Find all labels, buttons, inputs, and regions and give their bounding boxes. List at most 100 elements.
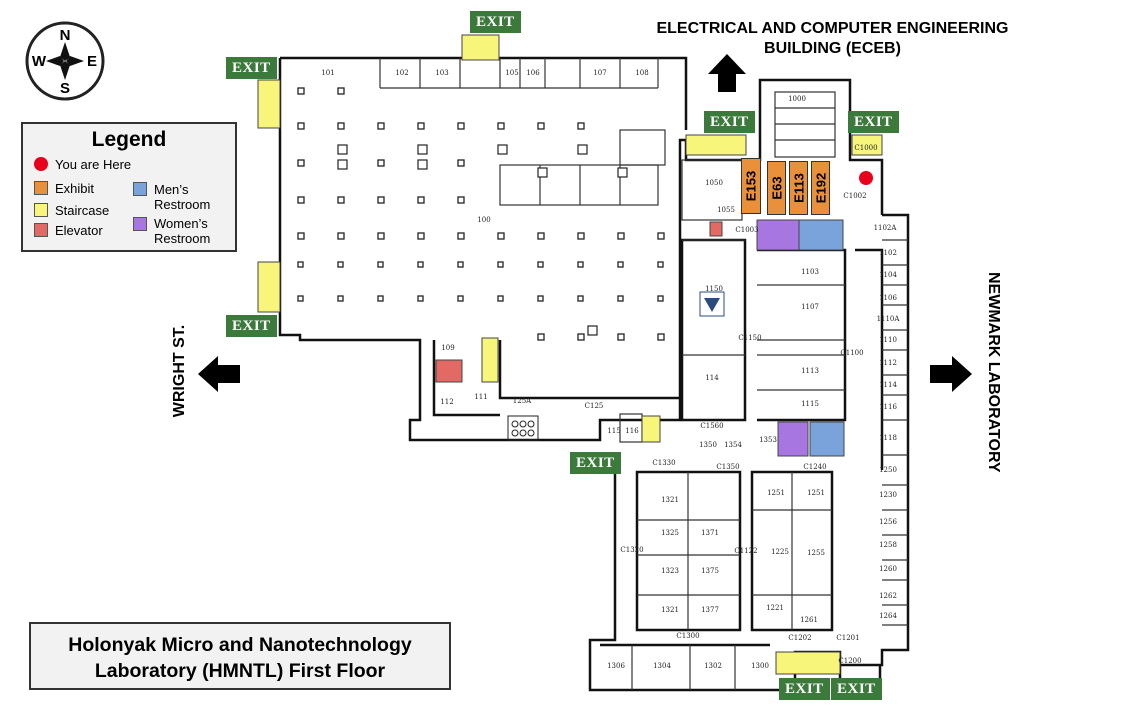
room-label: 1325 — [661, 529, 679, 537]
room-label: 106 — [526, 69, 540, 77]
room-label: 1103 — [801, 268, 819, 276]
room-label: 1114 — [879, 381, 897, 389]
staircase — [685, 134, 747, 156]
exit-sign: EXIT — [226, 315, 277, 337]
room-label: 1107 — [801, 303, 819, 311]
corridor-label: C1320 — [620, 546, 643, 554]
corridor-label: C1200 — [838, 657, 861, 665]
room-label: 100 — [477, 216, 490, 224]
staircase — [257, 261, 281, 313]
compass-n: N — [60, 27, 71, 44]
staircase — [641, 415, 661, 443]
exit-sign: EXIT — [779, 678, 830, 700]
room-label: 1321 — [661, 606, 679, 614]
womens-swatch — [133, 217, 147, 231]
compass-e: E — [87, 53, 97, 70]
arrow-right-icon — [930, 356, 972, 392]
mens-restroom — [798, 219, 844, 251]
exit-sign: EXIT — [831, 678, 882, 700]
room-label: 1256 — [879, 518, 897, 526]
staircase — [775, 651, 841, 675]
corridor-label: C1202 — [788, 634, 811, 642]
corridor-label: C1122 — [734, 547, 757, 555]
corridor-label: C1560 — [700, 422, 723, 430]
map-title-line1: Holonyak Micro and Nanotechnology — [68, 634, 412, 656]
room-label: 1113 — [801, 367, 819, 375]
elevator — [709, 221, 723, 237]
legend-staircase: Staircase — [55, 203, 110, 218]
exit-sign: EXIT — [470, 11, 521, 33]
exit-sign: EXIT — [848, 111, 899, 133]
eceb-label-line2: BUILDING (ECEB) — [764, 40, 901, 57]
room-label: 1112 — [879, 359, 897, 367]
room-label: 1102A — [874, 224, 898, 232]
womens-restroom — [756, 219, 800, 251]
staircase — [481, 337, 499, 383]
room-label: 1262 — [879, 592, 897, 600]
corridor-label: C1003 — [735, 226, 758, 234]
room-label: 1118 — [879, 434, 897, 442]
corridor-label: 125A — [513, 397, 532, 405]
exhibit-swatch — [34, 181, 48, 195]
exit-sign: EXIT — [704, 111, 755, 133]
table-icon — [507, 415, 539, 441]
map-title-line2: Laboratory (HMNTL) First Floor — [94, 660, 386, 682]
elevator-swatch — [34, 223, 48, 237]
legend-womens: Women’s Restroom — [154, 216, 210, 246]
room-label: 1116 — [879, 403, 897, 411]
room-label: 1353 — [759, 436, 777, 444]
corridor-label: C1350 — [716, 463, 739, 471]
legend-womens-line2: Restroom — [154, 231, 211, 246]
room-label: 1354 — [724, 441, 742, 449]
room-label: 1150 — [705, 285, 723, 293]
staircase — [461, 34, 500, 61]
eceb-label-line1: ELECTRICAL AND COMPUTER ENGINEERING — [656, 20, 1009, 37]
room-label: 1304 — [653, 662, 671, 670]
room-label: 102 — [395, 69, 408, 77]
room-label: 1377 — [701, 606, 719, 614]
room-label: 1230 — [879, 491, 897, 499]
room-label: 115 — [607, 427, 620, 435]
room-label: 1321 — [661, 496, 679, 504]
arrow-left-icon — [198, 356, 240, 392]
room-label: 1375 — [701, 567, 719, 575]
room-label: 1000 — [788, 95, 806, 103]
corridor-label: C1002 — [843, 192, 866, 200]
room-label: 103 — [435, 69, 448, 77]
legend-womens-line1: Women’s — [154, 216, 208, 231]
elevator — [435, 359, 463, 383]
exhibit-e113: E113 — [789, 161, 808, 215]
corridor-label: C1150 — [738, 334, 761, 342]
room-label: 1102 — [879, 249, 897, 257]
exhibit-e153: E153 — [741, 158, 761, 214]
you-are-here-marker — [859, 171, 873, 185]
staircase-swatch — [34, 203, 48, 217]
corridor-label: C1201 — [836, 634, 859, 642]
room-label: 1350 — [699, 441, 717, 449]
room-label: 109 — [441, 344, 454, 352]
room-label: 1110 — [879, 336, 897, 344]
room-label: 108 — [635, 69, 648, 77]
room-label: 1055 — [717, 206, 735, 214]
room-label: 114 — [705, 374, 719, 382]
corridor-label: C1240 — [803, 463, 826, 471]
corridor-label: C1330 — [652, 459, 675, 467]
wright-st-label: WRIGHT ST. — [171, 324, 188, 418]
staircase — [257, 79, 281, 129]
compass-s: S — [60, 80, 70, 97]
room-label: 1110A — [877, 315, 901, 323]
room-label: 1115 — [801, 400, 819, 408]
you-are-here-swatch — [34, 157, 48, 171]
corridor-label: C1000 — [854, 144, 877, 152]
room-label: 1050 — [705, 179, 723, 187]
room-label: 1258 — [879, 541, 897, 549]
exhibit-e192: E192 — [811, 161, 830, 215]
room-label: 1225 — [771, 548, 789, 556]
womens-restroom — [777, 421, 809, 457]
room-label: 1250 — [879, 466, 897, 474]
room-label: 105 — [505, 69, 518, 77]
room-label: 1104 — [879, 271, 897, 279]
room-label: 1260 — [879, 565, 897, 573]
legend-you-are-here: You are Here — [55, 157, 132, 172]
compass: N S E W — [25, 21, 105, 101]
